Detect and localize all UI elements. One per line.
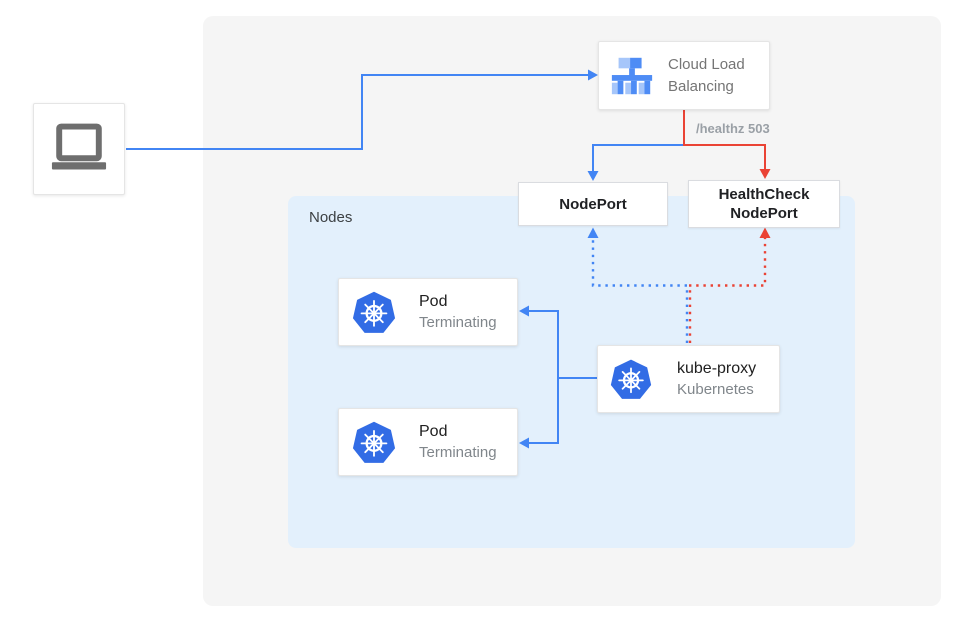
nodes-container-label: Nodes: [309, 209, 353, 226]
kubeproxy-to-nodeport-dotted: [591, 236, 687, 287]
load-balancer-icon: [609, 54, 655, 98]
healthcheck-label-line1: HealthCheck: [718, 186, 810, 203]
kubeproxy-to-pod1-line: [529, 310, 597, 379]
pod1-status: Terminating: [419, 314, 497, 331]
healthcheck-nodeport-node: HealthCheck NodePort: [688, 180, 840, 228]
laptop-icon: [46, 116, 112, 182]
clb-label-line2: Balancing: [668, 77, 734, 95]
client-to-lb-line: [126, 74, 589, 150]
pod2-title: Pod: [419, 423, 448, 440]
pod1-node: Pod Terminating: [338, 278, 518, 346]
kubeproxy-to-nodeport-arrowhead: [587, 227, 599, 238]
kubeproxy-to-healthcheck-dotted: [689, 236, 767, 287]
pod1-title: Pod: [419, 293, 448, 310]
pod2-text: Pod Terminating: [419, 421, 497, 463]
client-to-lb-arrowhead: [588, 69, 598, 81]
lb-to-healthcheck-line: [683, 144, 766, 170]
kube-proxy-text: kube-proxy Kubernetes: [677, 358, 756, 400]
lb-to-nodeport-arrowhead: [587, 171, 599, 181]
kube-proxy-title: kube-proxy: [677, 360, 757, 377]
kubernetes-icon: [351, 419, 397, 465]
kubeproxy-to-pod2-line: [529, 378, 559, 444]
kubernetes-icon: [609, 357, 653, 401]
pod2-status: Terminating: [419, 444, 497, 461]
healthz-status-label: /healthz 503: [696, 121, 770, 136]
kube-proxy-subtitle: Kubernetes: [677, 381, 754, 398]
kubernetes-icon: [351, 289, 397, 335]
clb-label-line1: Cloud Load: [668, 55, 745, 73]
lb-to-healthcheck-arrowhead: [759, 169, 771, 179]
client-node: [33, 103, 125, 195]
nodeport-node: NodePort: [518, 182, 668, 226]
kubeproxy-to-pod1-arrowhead: [519, 305, 529, 317]
pod1-text: Pod Terminating: [419, 291, 497, 333]
kubeproxy-to-healthcheck-arrowhead: [759, 227, 771, 238]
nodeport-label: NodePort: [559, 195, 627, 213]
kubeproxy-to-pod2-arrowhead: [519, 437, 529, 449]
cloud-load-balancing-node: Cloud Load Balancing: [598, 41, 770, 110]
lb-to-nodeport-line: [592, 144, 685, 172]
kube-proxy-node: kube-proxy Kubernetes: [597, 345, 780, 413]
pod2-node: Pod Terminating: [338, 408, 518, 476]
cloud-load-balancing-label: Cloud Load Balancing: [668, 54, 745, 98]
healthcheck-label-line2: NodePort: [730, 205, 798, 222]
